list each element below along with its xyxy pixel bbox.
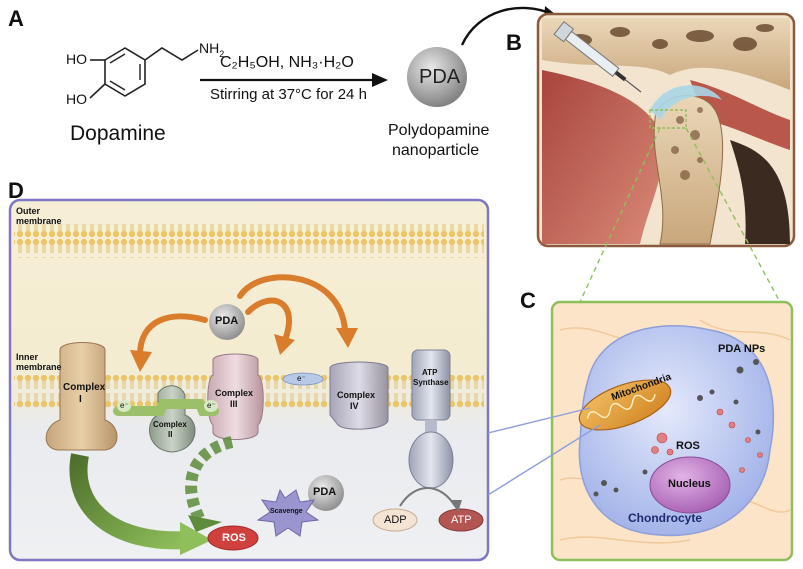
outer-membrane-label-1: Outer [16,206,41,216]
pda-top-label: PDA [215,315,239,327]
electron-label-3: e⁻ [297,374,306,383]
pda-top-sphere [209,304,245,340]
conditions-top: C₂H₅OH, NH₃·H₂O [220,54,354,71]
hydroxyl-label-2: HO [66,91,87,107]
complex-ii-label-1: Complex [153,420,187,429]
product-label-2: nanoparticle [392,142,480,159]
atp-label: ATP [451,514,472,526]
inner-membrane-label-1: Inner [16,352,39,362]
panel-label-d: D [8,178,24,203]
amine-subscript: 2 [219,48,225,59]
electron-label-1: e⁻ [120,401,129,410]
atp-synthase-head [408,431,454,489]
mitochondria-shape [578,379,672,431]
atp-synthase-label-2: Synthase [413,378,449,387]
pda-bottom-sphere [308,475,344,511]
complex-i [45,342,118,451]
outer-membrane [14,224,484,258]
atp-ellipse [438,508,484,532]
hydroxyl-label-1: HO [66,51,87,67]
complex-iii-label-2: III [230,399,238,409]
ros-ellipse [207,525,259,551]
pda-particle-label: PDA [419,66,461,88]
complex-iv [329,361,389,430]
product-label-1: Polydopamine [388,122,490,139]
complex-iii-label-1: Complex [215,388,254,398]
ros-label: ROS [222,532,246,544]
adp-label: ADP [384,514,407,526]
nucleus-label: Nucleus [668,478,711,490]
chondrocyte-label: Chondrocyte [628,511,703,525]
electron-label-2: e⁻ [207,401,216,410]
atp-synthase-label-1: ATP [422,368,438,377]
nucleus-shape [649,456,731,514]
conditions-bottom: Stirring at 37°C for 24 h [210,86,367,103]
complex-i-label-2: I [79,394,82,405]
scavenge-label: Scavenge [270,508,303,515]
pda-bottom-label: PDA [313,486,337,498]
cell-ros-label: ROS [676,440,700,452]
panel-label-a: A [8,6,24,31]
complex-iv-label-1: Complex [337,390,376,400]
syringe-icon [553,20,642,93]
complex-ii-label-2: II [168,430,173,439]
inner-membrane-label-2: membrane [16,362,62,372]
panel-label-c: C [520,288,536,313]
amine-label: NH2 [199,40,224,59]
dopamine-label: Dopamine [70,122,166,145]
amine-text: NH [199,40,220,56]
scavenge-burst [256,488,320,537]
complex-i-label-1: Complex [63,382,106,393]
complex-iv-label-2: IV [350,401,359,411]
outer-membrane-label-2: membrane [16,216,62,226]
pda-nps-label: PDA NPs [718,343,766,355]
adp-ellipse [372,508,418,532]
